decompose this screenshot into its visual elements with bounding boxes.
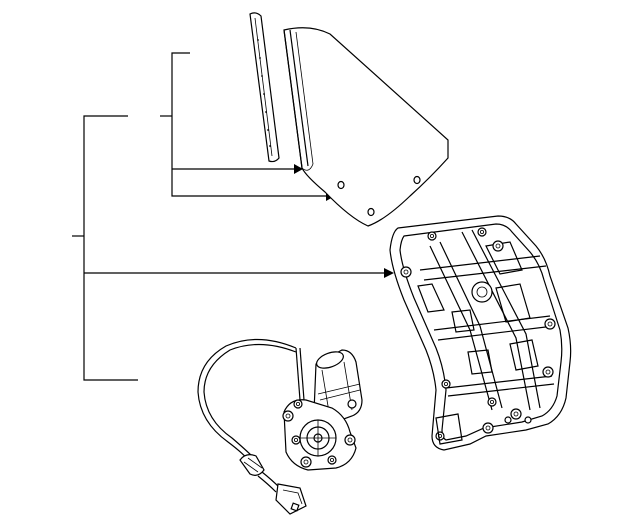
seal-dots bbox=[257, 39, 271, 147]
leader-lines bbox=[72, 52, 386, 381]
panel-bolts bbox=[400, 227, 556, 441]
window-motor-icon bbox=[197, 338, 363, 515]
glass-hole bbox=[413, 175, 421, 185]
glass-bracket bbox=[171, 52, 326, 197]
weatherstrip-seal-icon bbox=[249, 12, 280, 163]
door-glass-icon bbox=[283, 27, 449, 227]
window-regulator-panel-icon bbox=[389, 215, 572, 451]
arrow-glass-channel bbox=[294, 164, 303, 174]
motor-cable bbox=[197, 338, 297, 463]
arrow-regulator bbox=[384, 268, 394, 278]
glass-hole bbox=[337, 180, 345, 190]
main-bracket bbox=[83, 115, 138, 381]
glass-hole bbox=[367, 207, 375, 217]
